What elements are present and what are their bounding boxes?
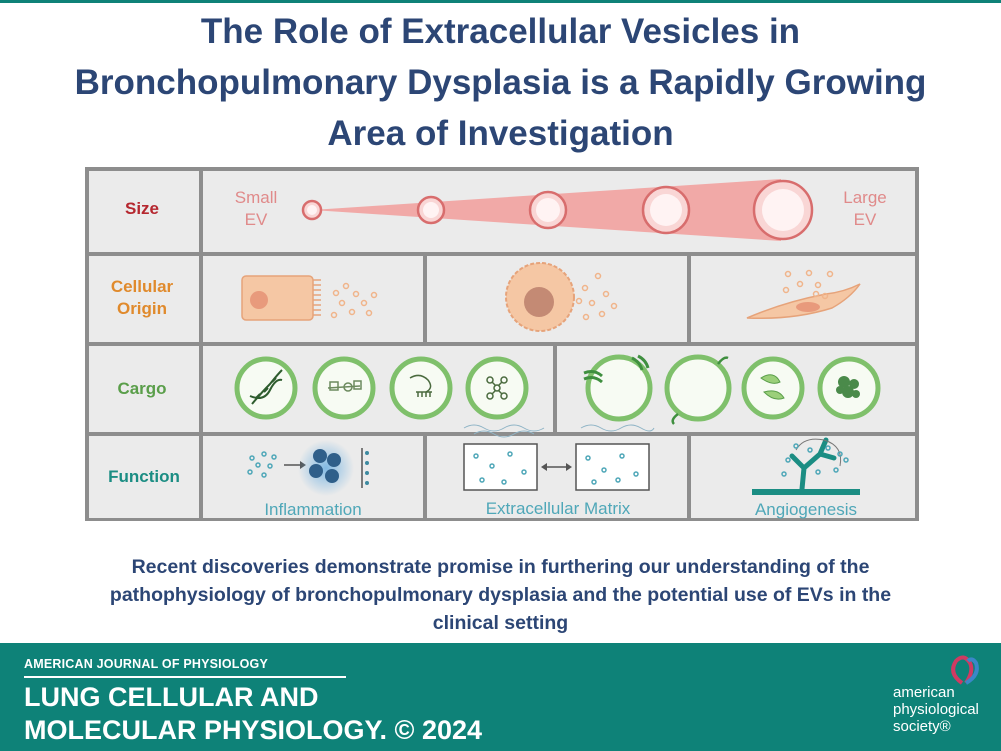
row-label-origin-2: Origin — [117, 299, 167, 318]
receptor-icon — [671, 356, 729, 425]
membrane-protein-icon — [583, 354, 650, 384]
fibroblast-cell — [746, 283, 861, 320]
row-label-origin-1: Cellular — [111, 277, 174, 296]
angiogenesis-illustration — [752, 437, 860, 495]
summary-line-2: pathophysiology of bronchopulmonary dysp… — [109, 584, 892, 606]
function-label-ecm: Extracellular Matrix — [486, 499, 631, 518]
cargo-rna-vesicle — [389, 356, 453, 420]
origin-ev-dots-2 — [575, 272, 618, 321]
size-row: Small EV Large EV — [235, 179, 887, 241]
summary-line-3: clinical setting — [432, 612, 569, 634]
cargo-membrane-protein-vesicle — [585, 354, 653, 422]
aggregate-icon — [836, 376, 860, 398]
society-line-3: society® — [893, 718, 951, 735]
row-label-cargo: Cargo — [117, 379, 166, 398]
inflammation-illustration — [247, 440, 369, 496]
origin-ev-dots-1 — [330, 282, 378, 319]
macrophage-cell — [505, 262, 575, 332]
large-ev-label-2: EV — [854, 210, 877, 229]
journal-name-line-2-text: MOLECULAR PHYSIOLOGY. — [24, 715, 388, 745]
footer-rule — [24, 676, 346, 678]
origin-ev-dots-3 — [782, 269, 834, 300]
small-ev-label-2: EV — [245, 210, 268, 229]
summary-text: Recent discoveries demonstrate promise i… — [20, 553, 981, 637]
epithelial-cell — [241, 275, 321, 321]
function-label-angiogenesis: Angiogenesis — [755, 500, 857, 519]
ev-diagram: Size Cellular Origin Cargo Function Smal… — [85, 167, 919, 521]
title-line-2: Bronchopulmonary Dysplasia is a Rapidly … — [74, 63, 927, 102]
protein-icon — [327, 380, 362, 392]
row-label-size: Size — [125, 199, 159, 218]
rna-icon — [409, 374, 432, 397]
title-line-1: The Role of Extracellular Vesicles in — [200, 12, 801, 51]
journal-series: AMERICAN JOURNAL OF PHYSIOLOGY — [24, 657, 268, 671]
society-name: american physiological society® — [893, 684, 979, 735]
top-accent-line — [0, 0, 1001, 3]
function-label-inflammation: Inflammation — [264, 500, 361, 519]
cargo-molecule-vesicle — [465, 356, 529, 420]
cargo-receptor-vesicle — [664, 354, 732, 422]
cargo-organelle-vesicle — [741, 356, 805, 420]
journal-name-line-2: MOLECULAR PHYSIOLOGY. © 2024 — [24, 714, 482, 747]
dna-icon — [249, 369, 283, 405]
society-line-2: physiological — [893, 701, 979, 718]
row-label-function: Function — [108, 467, 180, 486]
page-title: The Role of Extracellular Vesicles in Br… — [0, 6, 1001, 159]
summary-line-1: Recent discoveries demonstrate promise i… — [131, 556, 870, 578]
journal-name-line-1: LUNG CELLULAR AND — [24, 682, 319, 712]
title-line-3: Area of Investigation — [327, 114, 674, 153]
extracellular-matrix-illustration — [463, 424, 655, 491]
molecule-icon — [486, 376, 508, 400]
large-ev-label-1: Large — [843, 188, 886, 207]
aps-logo-icon — [951, 655, 979, 685]
journal-name: LUNG CELLULAR AND MOLECULAR PHYSIOLOGY. … — [24, 681, 482, 747]
journal-footer: AMERICAN JOURNAL OF PHYSIOLOGY LUNG CELL… — [0, 643, 1001, 751]
organelle-icon — [760, 374, 785, 400]
small-ev-label-1: Small — [235, 188, 278, 207]
society-line-1: american — [893, 684, 955, 701]
copyright: © 2024 — [394, 715, 483, 745]
